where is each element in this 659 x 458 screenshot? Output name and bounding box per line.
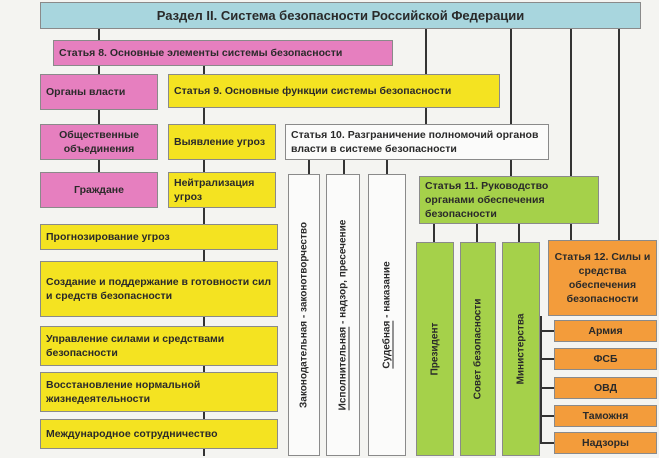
connector-line — [540, 316, 542, 444]
article-8-header: Статья 8. Основные элементы системы безо… — [53, 40, 393, 66]
element-public-associations: Общественные объединения — [40, 124, 158, 160]
force-army: Армия — [554, 320, 657, 342]
connector-line — [510, 28, 512, 176]
connector-line — [540, 442, 554, 444]
connector-line — [570, 28, 572, 240]
force-ovd: ОВД — [554, 377, 657, 399]
connector-line — [98, 160, 100, 172]
connector-line — [476, 224, 478, 242]
function-threat-forecasting: Прогнозирование угроз — [40, 224, 278, 250]
branch-executive: Исполнительная - надзор, пресечение — [326, 174, 360, 456]
connector-line — [618, 28, 620, 240]
function-threat-detection: Выявление угроз — [168, 124, 276, 160]
connector-line — [540, 415, 554, 417]
branch-legislative-label: Законодательная - законотворчество — [298, 222, 310, 408]
branch-judicial-word: Судебная — [381, 320, 393, 369]
function-readiness: Создание и поддержание в готовности сил … — [40, 261, 278, 317]
leadership-security-council-label: Совет безопасности — [472, 298, 484, 400]
force-customs: Таможня — [554, 405, 657, 427]
leadership-ministries: Министерства — [502, 242, 540, 456]
force-supervision: Надзоры — [554, 432, 657, 454]
branch-executive-rest: - надзор, пресечение — [337, 219, 349, 327]
function-recovery: Восстановление нормальной жизнедеятельно… — [40, 372, 278, 412]
section-title: Раздел II. Система безопасности Российск… — [40, 2, 641, 29]
branch-executive-label: Исполнительная - надзор, пресечение — [338, 220, 349, 411]
branch-judicial-label: Судебная - наказание — [382, 261, 393, 368]
article-10-header: Статья 10. Разграничение полномочий орга… — [285, 124, 549, 160]
function-force-management: Управление силами и средствами безопасно… — [40, 326, 278, 366]
connector-line — [540, 330, 554, 332]
connector-line — [308, 160, 310, 174]
connector-line — [98, 110, 100, 124]
leadership-president: Президент — [416, 242, 454, 456]
connector-line — [540, 387, 554, 389]
article-11-header: Статья 11. Руководство органами обеспече… — [419, 176, 599, 224]
connector-line — [98, 28, 100, 40]
branch-legislative: Законодательная - законотворчество — [288, 174, 320, 456]
element-citizens: Граждане — [40, 172, 158, 208]
connector-line — [98, 66, 100, 74]
branch-judicial: Судебная - наказание — [368, 174, 406, 456]
function-threat-neutralization: Нейтрализация угроз — [168, 172, 276, 208]
leadership-security-council: Совет безопасности — [460, 242, 496, 456]
force-fsb: ФСБ — [554, 348, 657, 370]
connector-line — [540, 358, 554, 360]
branch-executive-word: Исполнительная — [337, 326, 349, 411]
branch-judicial-rest: - наказание — [381, 261, 393, 321]
leadership-ministries-label: Министерства — [515, 313, 527, 385]
article-9-header: Статья 9. Основные функции системы безоп… — [168, 74, 500, 108]
element-authorities: Органы власти — [40, 74, 158, 110]
connector-line — [518, 224, 520, 242]
function-international-cooperation: Международное сотрудничество — [40, 419, 278, 449]
connector-line — [386, 160, 388, 174]
article-12-header: Статья 12. Силы и средства обеспечения б… — [548, 240, 657, 316]
connector-line — [343, 160, 345, 174]
connector-line — [433, 224, 435, 242]
leadership-president-label: Президент — [429, 322, 441, 376]
